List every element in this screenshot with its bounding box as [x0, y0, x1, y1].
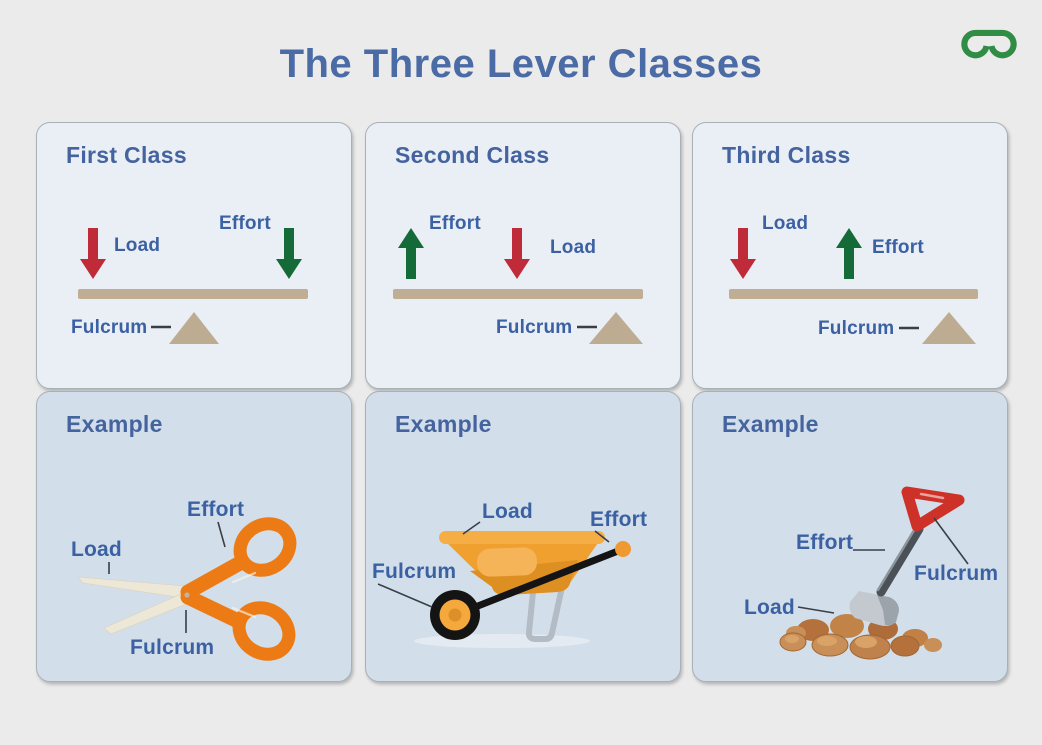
fulcrum-label: Fulcrum	[130, 636, 214, 659]
effort-arrow-down-icon	[276, 228, 302, 279]
third-class-lever-diagram: Load Effort Fulcrum	[729, 213, 978, 344]
effort-leader-line	[594, 530, 610, 543]
third-class-card: Third Class Load Effort Fulcrum	[692, 122, 1008, 389]
logo-right-g	[988, 29, 1017, 59]
dirt-rock-highlight	[785, 635, 799, 643]
scissors-lower-handle-neck	[180, 589, 246, 629]
page-title: The Three Lever Classes	[279, 42, 763, 86]
fulcrum-leader-line	[377, 583, 433, 608]
effort-label: Effort	[219, 213, 271, 234]
scissors-pivot-screw	[184, 592, 190, 598]
effort-arrow-up-icon	[836, 228, 862, 279]
wheelbarrow-handle-bar	[451, 547, 622, 619]
load-arrow-down-icon	[504, 228, 530, 279]
effort-label: Effort	[429, 213, 481, 234]
shovel-illustration: Effort Fulcrum Load	[744, 486, 998, 660]
shovel-blade-shade	[877, 595, 899, 626]
load-leader-line	[462, 521, 481, 535]
effort-leader-line	[217, 521, 226, 548]
fulcrum-label: Fulcrum	[496, 317, 572, 338]
dirt-rock	[924, 638, 942, 652]
second-class-title: Second Class	[395, 142, 550, 168]
lever-beam	[78, 289, 308, 299]
lever-beam	[729, 289, 978, 299]
example-heading: Example	[66, 411, 163, 437]
logo-left-g	[961, 29, 990, 59]
fulcrum-triangle	[169, 312, 219, 344]
shovel-handle-highlight	[919, 492, 945, 500]
dirt-rock-highlight	[855, 636, 877, 648]
fulcrum-label: Fulcrum	[71, 317, 147, 338]
dirt-rock	[830, 614, 864, 638]
load-arrow-down-icon	[730, 228, 756, 279]
third-class-title: Third Class	[722, 142, 851, 168]
scissors-handle-highlight	[231, 571, 257, 584]
fulcrum-triangle	[589, 312, 643, 344]
load-leader-line	[797, 606, 835, 614]
scissors-illustration: Effort Load Fulcrum	[71, 498, 297, 661]
fulcrum-label: Fulcrum	[818, 318, 894, 339]
load-arrow-down-icon	[80, 228, 106, 279]
first-class-example-card: Example Effort Load Fulcrum	[36, 391, 352, 682]
wheelbarrow-wheel-axle	[448, 608, 462, 622]
load-label: Load	[482, 500, 533, 523]
second-class-example-card: Example Load Effort Fulcrum	[365, 391, 681, 682]
fulcrum-label: Fulcrum	[914, 562, 998, 585]
second-class-card: Second Class Effort Load Fulcrum	[365, 122, 681, 389]
wheelbarrow-bucket-rim	[439, 531, 605, 544]
lever-beam	[393, 289, 643, 299]
effort-label: Effort	[796, 531, 853, 554]
scissors-upper-blade	[77, 576, 191, 600]
scissors-lower-blade	[103, 592, 190, 635]
dirt-rock-highlight	[817, 636, 837, 646]
wheelbarrow-handle-grip	[615, 541, 631, 557]
shovel-shaft	[876, 524, 924, 597]
fulcrum-triangle	[922, 312, 976, 344]
ground-shadow	[414, 634, 590, 648]
fulcrum-label: Fulcrum	[372, 560, 456, 583]
effort-arrow-up-icon	[398, 228, 424, 279]
geeksforgeeks-logo	[961, 29, 1017, 59]
scissors-lower-handle-ring	[232, 601, 296, 661]
scissors-upper-handle-neck	[180, 555, 248, 600]
scissors-upper-handle-ring	[233, 517, 297, 577]
wheelbarrow-illustration: Load Effort Fulcrum	[372, 500, 647, 648]
effort-label: Effort	[187, 498, 244, 521]
effort-label: Effort	[590, 508, 647, 531]
first-class-title: First Class	[66, 142, 187, 168]
load-label: Load	[114, 235, 160, 256]
wheelbarrow-bucket-highlight	[476, 547, 538, 577]
example-heading: Example	[395, 411, 492, 437]
load-label: Load	[71, 538, 122, 561]
third-class-example-card: Example	[692, 391, 1008, 682]
shovel-shaft-highlight	[876, 525, 918, 592]
first-class-lever-diagram: Load Effort Fulcrum	[71, 213, 308, 344]
effort-label: Effort	[872, 237, 924, 258]
fulcrum-leader-line	[933, 517, 969, 565]
load-label: Load	[550, 237, 596, 258]
wheelbarrow-leg	[525, 575, 567, 642]
load-label: Load	[762, 213, 808, 234]
dirt-rock	[890, 635, 920, 657]
scissors-handle-highlight	[231, 606, 257, 619]
first-class-card: First Class Load Effort Fulcrum	[36, 122, 352, 389]
example-heading: Example	[722, 411, 819, 437]
load-label: Load	[744, 596, 795, 619]
second-class-lever-diagram: Effort Load Fulcrum	[393, 213, 643, 344]
